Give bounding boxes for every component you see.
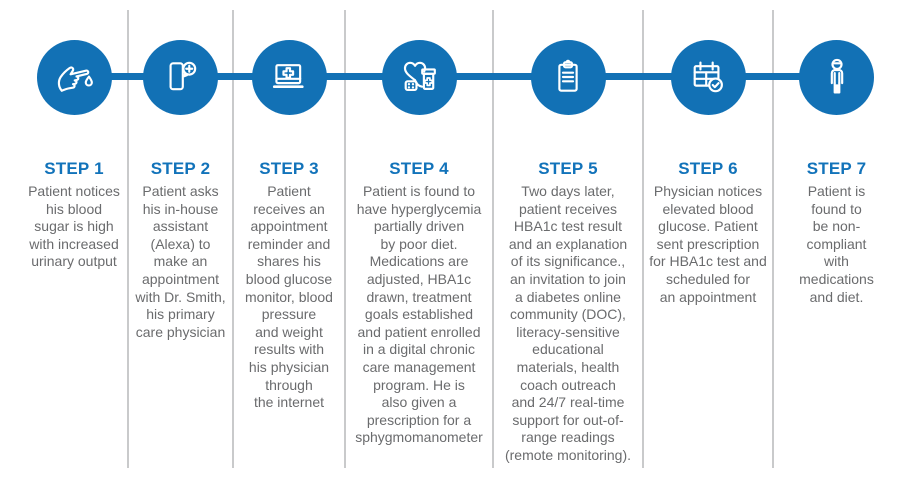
step-column-3: STEP 3 Patient receives an appointment r… (233, 0, 345, 477)
column-divider (492, 10, 494, 468)
step-icon-circle (670, 39, 746, 115)
step-icon-circle (251, 39, 327, 115)
step-title: STEP 7 (806, 159, 867, 178)
heart-medications-icon (403, 61, 436, 92)
step-description: Patient notices his blood sugar is high … (28, 183, 120, 270)
column-divider (772, 10, 774, 468)
step-description: Patient asks his in-house assistant (Ale… (135, 183, 226, 340)
step-4-icon-area (381, 2, 457, 152)
step-column-6: STEP 6 Physician notices elevated blood … (643, 0, 773, 477)
step-description: Patient receives an appointment reminder… (245, 183, 333, 411)
finger-prick-blood-drop-icon (57, 66, 93, 92)
step-7-icon-area (799, 2, 874, 152)
patient-person-icon (830, 58, 843, 94)
step-5-icon-area (530, 2, 606, 152)
step-column-2: STEP 2 Patient asks his in-house assista… (128, 0, 233, 477)
step-title: STEP 1 (44, 159, 104, 178)
step-title: STEP 5 (538, 159, 598, 178)
step-6-icon-area (670, 2, 746, 152)
step-3-icon-area (251, 2, 327, 152)
step-icon-circle (381, 39, 457, 115)
step-column-7: STEP 7 Patient is found to be non- compl… (773, 0, 900, 477)
column-divider (232, 10, 234, 468)
step-column-5: STEP 5 Two days later, patient receives … (493, 0, 643, 477)
step-icon-circle (143, 39, 218, 115)
step-title: STEP 2 (150, 159, 211, 178)
step-icon-circle (799, 39, 874, 115)
step-2-icon-area (143, 2, 218, 152)
smartphone-voice-assistant-icon (169, 61, 196, 91)
clipboard-results-icon (558, 59, 578, 92)
step-title: STEP 3 (259, 159, 319, 178)
column-divider (344, 10, 346, 468)
step-icon-circle (36, 39, 112, 115)
step-description: Physician notices elevated blood glucose… (649, 183, 767, 305)
step-column-4: STEP 4 Patient is found to have hypergly… (345, 0, 493, 477)
step-description: Patient is found to be non- compliant wi… (799, 183, 874, 305)
step-description: Two days later, patient receives HBA1c t… (504, 183, 632, 463)
step-1-icon-area (36, 2, 112, 152)
column-divider (642, 10, 644, 468)
telehealth-laptop-cross-icon (272, 64, 304, 88)
step-title: STEP 4 (389, 159, 449, 178)
step-icon-circle (530, 39, 606, 115)
step-description: Patient is found to have hyperglycemia p… (355, 183, 483, 446)
calendar-check-icon (693, 61, 723, 93)
step-title: STEP 6 (678, 159, 738, 178)
step-column-1: STEP 1 Patient notices his blood sugar i… (0, 0, 128, 477)
column-divider (127, 10, 129, 468)
